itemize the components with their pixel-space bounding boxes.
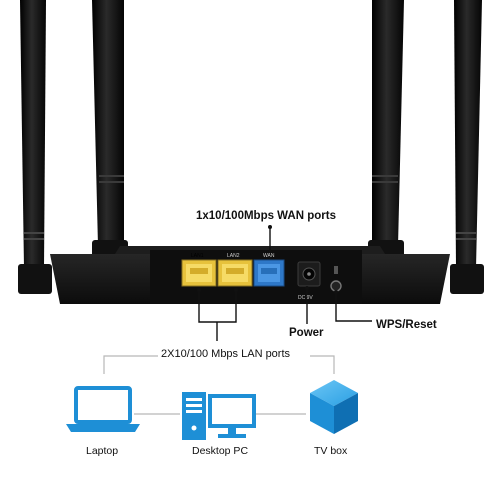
dot-wan: [268, 225, 272, 229]
wps-reset-label: WPS/Reset: [376, 319, 437, 331]
laptop-icon: [66, 386, 140, 432]
lan-port-2: [217, 259, 253, 287]
power-jack: [297, 261, 321, 287]
dot-power: [305, 286, 309, 290]
dot-wps: [334, 290, 338, 294]
lan-port-1: [181, 259, 217, 287]
network-connectors: [103, 355, 335, 415]
lan-ports-label: 2X10/100 Mbps LAN ports: [158, 349, 294, 360]
lan2-port-label: LAN2: [227, 253, 240, 259]
desktop-pc-label: Desktop PC: [192, 445, 249, 457]
laptop-label: Laptop: [86, 445, 119, 457]
hinge-right-outer: [450, 264, 484, 294]
leader-lines: [198, 226, 372, 341]
tv-box-label: TV box: [314, 445, 348, 457]
wan-port: [253, 259, 285, 287]
tv-box-cube-icon: [310, 380, 358, 434]
lan1-port-label: LAN1: [191, 253, 204, 259]
dot-lan1: [197, 288, 201, 292]
wan-ports-label: 1x10/100Mbps WAN ports: [196, 210, 336, 222]
antenna-left-outer: [20, 0, 46, 268]
dot-lan2: [234, 288, 238, 292]
hinge-left-outer: [18, 264, 52, 294]
antenna-left-inner: [92, 0, 124, 246]
antenna-right-inner: [372, 0, 404, 246]
desktop-pc-icon: [182, 392, 256, 440]
wan-port-label: WAN: [263, 253, 275, 259]
dc-port-label: DC 9V: [298, 295, 313, 301]
antenna-right-outer: [454, 0, 482, 268]
power-label: Power: [289, 327, 324, 339]
